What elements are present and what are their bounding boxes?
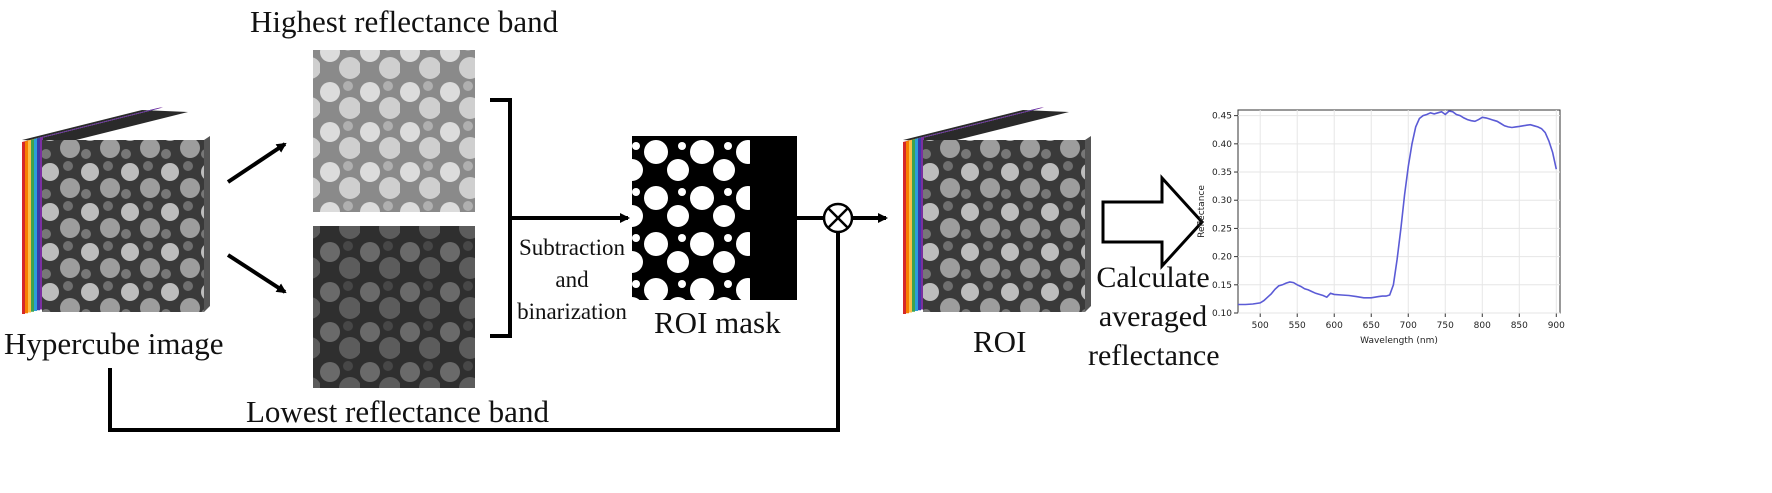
- chart-x-tick-label: 850: [1511, 321, 1528, 331]
- chart-y-tick-label: 0.20: [1212, 253, 1232, 263]
- hypercube-top-face: [22, 110, 188, 142]
- chart-x-tick-label: 900: [1548, 321, 1565, 331]
- subtraction-label: Subtraction and binarization: [514, 232, 630, 328]
- chart-x-tick-label: 600: [1326, 321, 1343, 331]
- lowest-band-image: [313, 226, 475, 388]
- hypercube-label: Hypercube image: [4, 326, 224, 361]
- chart-x-tick-label: 550: [1289, 321, 1306, 331]
- arrow-to-highest-band: [226, 142, 287, 184]
- roi-mask-dark-region: [750, 136, 797, 300]
- chart-y-tick-label: 0.10: [1212, 309, 1232, 319]
- rainbow-stripe: [906, 141, 909, 314]
- rainbow-stripe: [25, 141, 28, 314]
- subtraction-line-3: binarization: [517, 299, 627, 324]
- roi-front-face: [923, 140, 1085, 312]
- chart-x-tick-label: 750: [1437, 321, 1454, 331]
- rainbow-stripe-top: [40, 107, 163, 138]
- chart-x-tick-label: 700: [1400, 321, 1417, 331]
- circled-times-icon: [822, 202, 854, 234]
- highest-band-label: Highest reflectance band: [250, 4, 559, 39]
- rainbow-stripe: [22, 142, 25, 314]
- rainbow-stripe: [34, 139, 37, 311]
- chart-y-axis-label: Reflectance: [1197, 185, 1207, 238]
- subtraction-line-1: Subtraction: [518, 235, 626, 260]
- lowest-band-label: Lowest reflectance band: [246, 394, 549, 429]
- chart-y-tick-label: 0.15: [1212, 281, 1232, 291]
- calculate-label: Calculate averaged reflectance: [1088, 258, 1220, 375]
- calculate-line-2: averaged: [1098, 300, 1208, 333]
- chart-x-tick-label: 650: [1363, 321, 1380, 331]
- chart-y-tick-label: 0.40: [1212, 140, 1232, 150]
- arrow-to-lowest-band: [226, 253, 287, 294]
- rainbow-stripe-top: [921, 107, 1044, 138]
- chart-x-axis-label: Wavelength (nm): [1360, 336, 1438, 346]
- hypercube-image: [22, 107, 210, 314]
- highest-band-image: [313, 50, 475, 212]
- chart-y-tick-label: 0.35: [1212, 168, 1232, 178]
- subtraction-line-2: and: [555, 267, 589, 292]
- roi-mask-label: ROI mask: [654, 305, 781, 340]
- roi-top-face: [903, 110, 1069, 142]
- hypercube-rainbow-stripes: [22, 107, 163, 314]
- chart-x-tick-label: 500: [1252, 321, 1269, 331]
- rainbow-stripe: [915, 139, 918, 311]
- reflectance-chart: 500 550 600 650 700 750 800 850 900 0.10 0.15 0.20 0…: [1197, 109, 1565, 346]
- chart-series-line: [1238, 110, 1558, 306]
- rainbow-stripe: [903, 142, 906, 314]
- chart-y-tick-label: 0.30: [1212, 196, 1232, 206]
- chart-y-tick-label: 0.45: [1212, 112, 1232, 122]
- rainbow-stripe: [31, 139, 34, 312]
- roi-rainbow-stripes: [903, 107, 1044, 314]
- roi-label: ROI: [973, 324, 1027, 359]
- rainbow-stripe: [37, 138, 40, 311]
- chart-x-tick-label: 800: [1474, 321, 1491, 331]
- bracket: [490, 98, 512, 338]
- rainbow-stripe: [912, 139, 915, 312]
- hypercube-front-face: [42, 140, 204, 312]
- calculate-line-3: reflectance: [1088, 339, 1220, 372]
- rainbow-stripe: [918, 138, 921, 311]
- roi-cube: [903, 107, 1091, 314]
- hollow-right-arrow-icon: [1101, 174, 1205, 270]
- chart-y-tick-label: 0.25: [1212, 224, 1232, 234]
- hypercube-side-face: [204, 136, 210, 312]
- rainbow-stripe: [909, 140, 912, 313]
- roi-side-face: [1085, 136, 1091, 312]
- calculate-line-1: Calculate: [1096, 261, 1210, 294]
- rainbow-stripe: [28, 140, 31, 313]
- hypercube-to-multiply-line: [108, 232, 840, 432]
